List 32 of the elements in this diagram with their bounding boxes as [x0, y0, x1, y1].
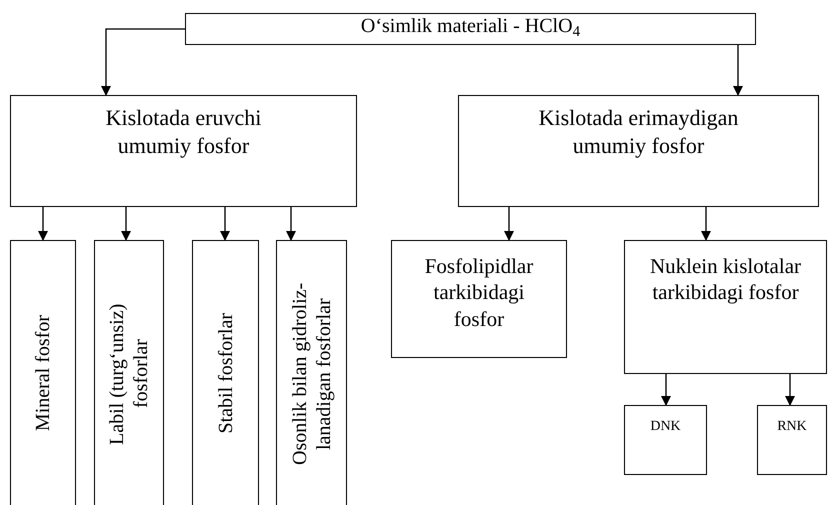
- box-label: RNK: [776, 418, 808, 436]
- box-label: Kislotada erimaydigan umumiy fosfor: [538, 104, 740, 159]
- arrow: [701, 207, 711, 241]
- box-label: Labil (turg‘unsiz) fosforlar: [105, 302, 153, 446]
- process-box: [10, 95, 357, 207]
- arrow: [785, 374, 795, 406]
- arrow: [661, 374, 671, 406]
- process-box: [458, 95, 819, 207]
- box-label: Nuklein kislotalar tarkibidagi fosfor: [648, 253, 802, 306]
- process-box: [624, 240, 827, 374]
- box-label: Mineral fosfor: [31, 315, 55, 432]
- arrow: [286, 207, 296, 241]
- arrow: [38, 207, 48, 241]
- arrow: [121, 207, 131, 241]
- process-box: [391, 240, 567, 358]
- process-box: [276, 240, 347, 505]
- box-label: Osonlik bilan gidroliz-lanadigan fosforlar: [288, 281, 336, 467]
- arrow: [101, 28, 185, 96]
- box-label: Fosfolipidlar tarkibidagi fosfor: [424, 253, 534, 332]
- arrow: [733, 45, 743, 96]
- box-label: DNK: [649, 418, 682, 436]
- process-box: [624, 405, 707, 475]
- box-label: Stabil fosforlar: [214, 313, 238, 434]
- box-label: O‘simlik materiali - HClO$_{4}$: [360, 14, 582, 42]
- process-box: [192, 240, 259, 505]
- process-box: [94, 240, 164, 505]
- process-box: [185, 13, 756, 45]
- process-box: [757, 405, 827, 475]
- arrow: [504, 207, 514, 241]
- process-box: [10, 240, 76, 505]
- arrow: [220, 207, 230, 241]
- box-label: Kislotada eruvchi umumiy fosfor: [104, 104, 262, 159]
